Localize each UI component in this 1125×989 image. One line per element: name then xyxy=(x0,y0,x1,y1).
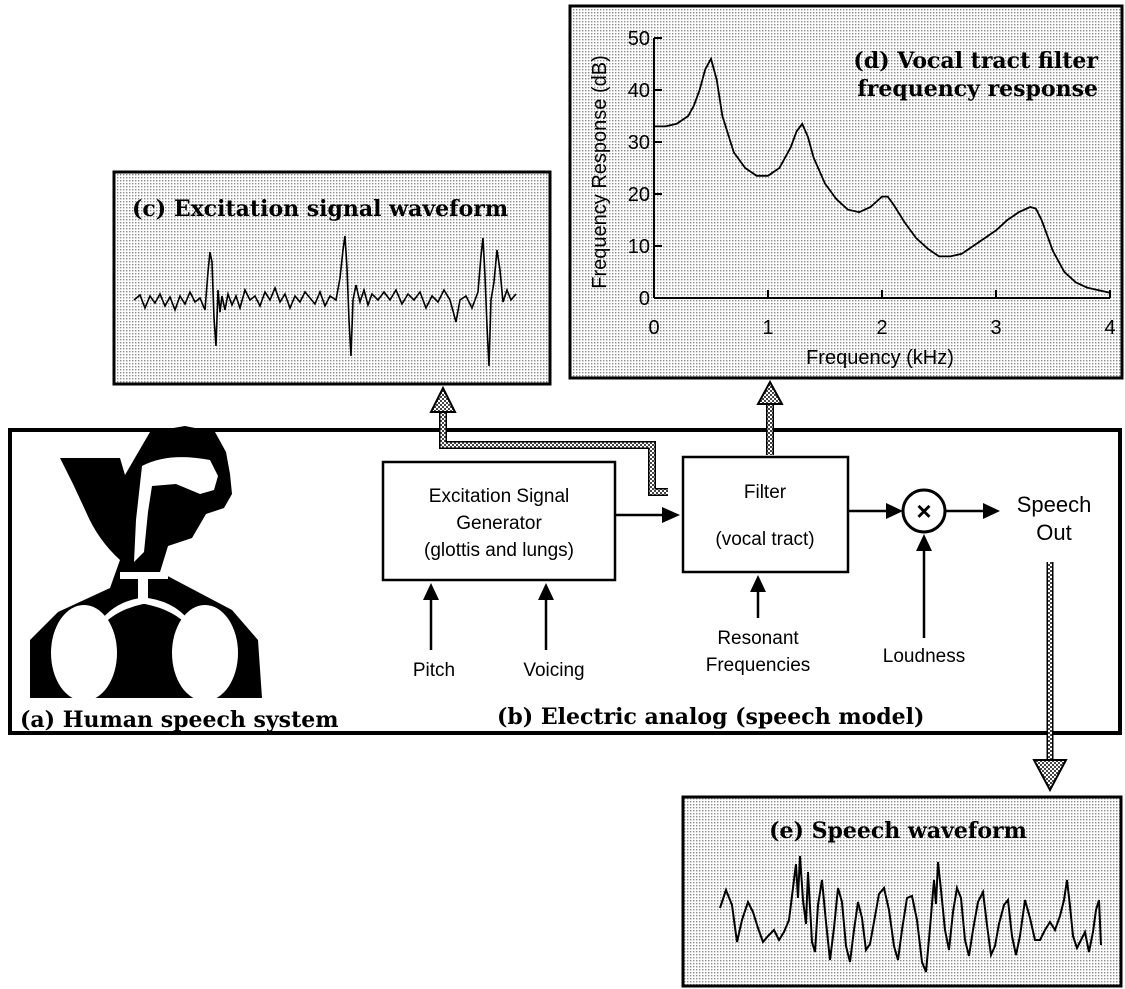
excitation-waveform xyxy=(133,235,517,367)
generator-block xyxy=(381,460,617,582)
generator-label-line1: Excitation Signal xyxy=(429,486,569,507)
resonant-label-line1: Resonant xyxy=(717,628,799,649)
right-lung xyxy=(172,605,238,701)
y-axis-ticks: 0 10 20 30 40 50 xyxy=(628,28,662,310)
y-tick-label: 30 xyxy=(628,132,650,154)
speech-waveform-caption: (e) Speech waveform xyxy=(769,818,1027,844)
excitation-panel xyxy=(112,170,552,386)
y-tick-label: 40 xyxy=(628,80,650,102)
frequency-response-chart: 0 10 20 30 40 50 0 1 2 3 4 Frequency (kHz) Freque… xyxy=(589,28,1116,369)
y-tick-label: 0 xyxy=(639,288,650,310)
speech-out-line1: Speech xyxy=(1017,492,1092,517)
filter-label-line1: Filter xyxy=(744,482,787,503)
x-tick-label: 2 xyxy=(876,317,887,339)
filter-response-panel xyxy=(568,4,1124,380)
filter-response-caption-line1: (d) Vocal tract filter xyxy=(853,48,1098,74)
generator-label-line3: (glottis and lungs) xyxy=(424,540,574,561)
filter-feed-line xyxy=(756,379,784,455)
x-tick-label: 3 xyxy=(990,317,1001,339)
speech-feed-line xyxy=(1032,562,1068,793)
filter-response-caption-line2: frequency response xyxy=(857,76,1098,102)
x-tick-label: 0 xyxy=(648,317,659,339)
excitation-caption: (c) Excitation signal waveform xyxy=(132,196,508,222)
response-curve xyxy=(654,56,1111,294)
y-axis-label: Frequency Response (dB) xyxy=(589,55,611,288)
resonant-label-line2: Frequencies xyxy=(706,655,811,676)
human-anatomy-icon xyxy=(30,426,262,701)
speech-out-line2: Out xyxy=(1036,520,1071,545)
left-lung xyxy=(51,605,117,701)
loudness-label: Loudness xyxy=(883,646,965,667)
signal-arrows xyxy=(423,503,1000,650)
model-caption: (b) Electric analog (speech model) xyxy=(497,704,924,730)
y-tick-label: 50 xyxy=(628,28,650,50)
y-tick-label: 20 xyxy=(628,184,650,206)
generator-label-line2: Generator xyxy=(456,513,542,534)
excitation-feed-line xyxy=(429,385,668,496)
multiplier-symbol: × xyxy=(916,496,931,526)
x-axis-label: Frequency (kHz) xyxy=(806,347,954,369)
y-tick-label: 10 xyxy=(628,236,650,258)
x-tick-label: 1 xyxy=(762,317,773,339)
voicing-label: Voicing xyxy=(523,660,584,681)
human-caption: (a) Human speech system xyxy=(20,707,339,733)
filter-block xyxy=(681,455,850,574)
x-tick-label: 4 xyxy=(1104,317,1115,339)
speech-waveform-panel xyxy=(681,795,1123,988)
filter-label-line2: (vocal tract) xyxy=(715,529,814,550)
pitch-label: Pitch xyxy=(413,660,455,681)
speech-waveform xyxy=(719,855,1102,973)
